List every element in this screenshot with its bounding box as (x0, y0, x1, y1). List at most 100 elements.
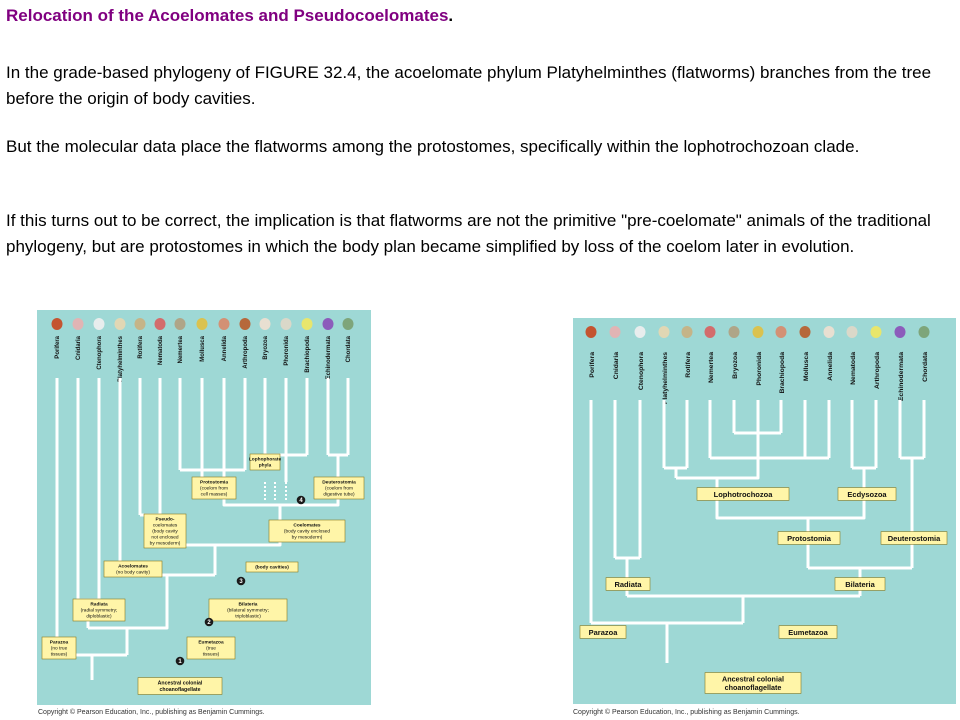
svg-text:Protostomia: Protostomia (200, 480, 228, 486)
right-taxon-mollusca: Mollusca (803, 352, 810, 381)
left-copyright: Copyright © Pearson Education, Inc., pub… (38, 709, 265, 716)
left-marker-3: 3 (236, 576, 246, 586)
svg-text:2: 2 (207, 620, 211, 626)
left-tree-branch (88, 608, 169, 630)
left-taxon-bryozoa: Bryozoa (263, 335, 269, 359)
svg-text:tissues): tissues) (51, 652, 68, 658)
svg-text:Parazoa: Parazoa (589, 628, 619, 637)
right-taxon-porifera: Porifera (589, 352, 596, 378)
svg-text:diploblastic): diploblastic) (86, 614, 112, 620)
svg-text:Lophotrochozoa: Lophotrochozoa (714, 490, 774, 499)
svg-text:choanoflagellate: choanoflagellate (725, 683, 782, 692)
right-taxon-ctenophora: Ctenophora (638, 352, 645, 390)
right-animal-icons (585, 326, 930, 338)
right-taxon-echinodermata: Echinodermata (898, 352, 905, 401)
left-taxon-platyhelminthes: Platyhelminthes (118, 335, 124, 382)
svg-text:Radiata: Radiata (90, 602, 108, 608)
svg-text:3: 3 (239, 579, 243, 585)
right-tree-branch (676, 468, 760, 480)
svg-text:coelomates: coelomates (153, 523, 178, 529)
left-taxon-phoronida: Phoronida (284, 335, 290, 365)
right-tree-branch (734, 431, 781, 458)
svg-text:1: 1 (178, 659, 182, 665)
svg-text:phyla: phyla (259, 463, 272, 469)
svg-text:4: 4 (299, 498, 303, 504)
left-taxon-arthropoda: Arthropoda (243, 335, 249, 368)
left-taxon-annelida: Annelida (222, 335, 228, 361)
svg-text:Eumetazoa: Eumetazoa (788, 628, 828, 637)
svg-text:Acoelomates: Acoelomates (118, 564, 148, 570)
left-label-body-cavities: (body cavities) (245, 561, 299, 573)
svg-text:Bilateria: Bilateria (239, 602, 258, 608)
svg-text:Deuterostomia: Deuterostomia (888, 534, 941, 543)
svg-text:Bilateria: Bilateria (845, 580, 875, 589)
svg-text:tissues): tissues) (203, 652, 220, 658)
left-taxon-mollusca: Mollusca (200, 335, 206, 361)
left-taxon-nemertea: Nemertea (178, 335, 184, 363)
svg-text:Ecdysozoa: Ecdysozoa (847, 490, 887, 499)
right-label-ecdysozoa: Ecdysozoa (837, 487, 897, 501)
svg-text:Coelomates: Coelomates (293, 523, 321, 529)
svg-text:(no body cavity): (no body cavity) (116, 570, 150, 576)
right-taxon-annelida: Annelida (827, 352, 834, 381)
right-taxon-nematoda: Nematoda (850, 352, 857, 385)
left-label-bilateria: Bilateria(bilateral symmetry;triploblast… (208, 598, 288, 622)
left-taxon-nematoda: Nematoda (158, 335, 164, 365)
svg-text:by mesoderm): by mesoderm) (150, 541, 181, 547)
svg-text:(no true: (no true (51, 646, 68, 652)
left-taxon-cnidaria: Cnidaria (76, 335, 82, 360)
right-tree-branch (664, 466, 687, 478)
svg-text:Parazoa: Parazoa (50, 640, 69, 646)
svg-text:(coelom from: (coelom from (325, 486, 353, 492)
right-taxon-rotifera: Rotifera (685, 352, 692, 378)
left-lophophorate-dashes (264, 482, 287, 500)
left-label-acoelomates: Acoelomates(no body cavity) (103, 560, 163, 578)
right-taxon-phoronida: Phoronida (756, 352, 763, 386)
svg-text:(body cavities): (body cavities) (255, 565, 289, 571)
left-marker-1: 1 (175, 656, 185, 666)
right-tree-branch (900, 456, 924, 568)
right-label-eumetazoa: Eumetazoa (778, 625, 838, 639)
left-taxon-ctenophora: Ctenophora (97, 335, 103, 369)
right-taxon-arthropoda: Arthropoda (874, 352, 881, 389)
svg-text:(coelom from: (coelom from (200, 486, 228, 492)
svg-text:(bilateral symmetry;: (bilateral symmetry; (227, 608, 269, 614)
svg-text:Pseudo-: Pseudo- (156, 517, 175, 523)
slide-title: Relocation of the Acoelomates and Pseudo… (6, 6, 454, 25)
grade-based-phylogeny-figure: Porifera Cnidaria Ctenophora Platyhelminthe… (37, 310, 371, 705)
svg-text:(body cavity enclosed: (body cavity enclosed (284, 529, 330, 535)
right-label-lophotrochozoa: Lophotrochozoa (696, 487, 790, 501)
svg-text:Deuterostomia: Deuterostomia (322, 480, 356, 486)
right-label-bilateria: Bilateria (834, 577, 886, 591)
left-animal-icons (51, 318, 354, 330)
left-taxon-chordata: Chordata (346, 335, 352, 362)
right-label-protostomia: Protostomia (777, 531, 841, 545)
right-label-deuterostomia: Deuterostomia (880, 531, 948, 545)
paragraph-2: But the molecular data place the flatwor… (6, 137, 860, 156)
right-taxon-cnidaria: Cnidaria (613, 352, 620, 379)
svg-text:(body cavity: (body cavity (152, 529, 178, 535)
left-taxon-porifera: Porifera (55, 335, 61, 358)
svg-text:triploblastic): triploblastic) (235, 614, 261, 620)
right-taxon-chordata: Chordata (922, 352, 929, 382)
svg-text:choanoflagellate: choanoflagellate (160, 687, 201, 693)
right-copyright: Copyright © Pearson Education, Inc., pub… (573, 709, 800, 716)
svg-text:not enclosed: not enclosed (151, 535, 179, 541)
svg-text:(radial symmetry;: (radial symmetry; (81, 608, 118, 614)
right-figure-background (573, 318, 956, 704)
right-taxon-nemertea: Nemertea (708, 352, 715, 383)
svg-text:digestive tube): digestive tube) (323, 492, 355, 498)
left-marker-4: 4 (296, 495, 306, 505)
right-tree-branch (710, 456, 829, 468)
right-tree-branch (852, 466, 876, 488)
